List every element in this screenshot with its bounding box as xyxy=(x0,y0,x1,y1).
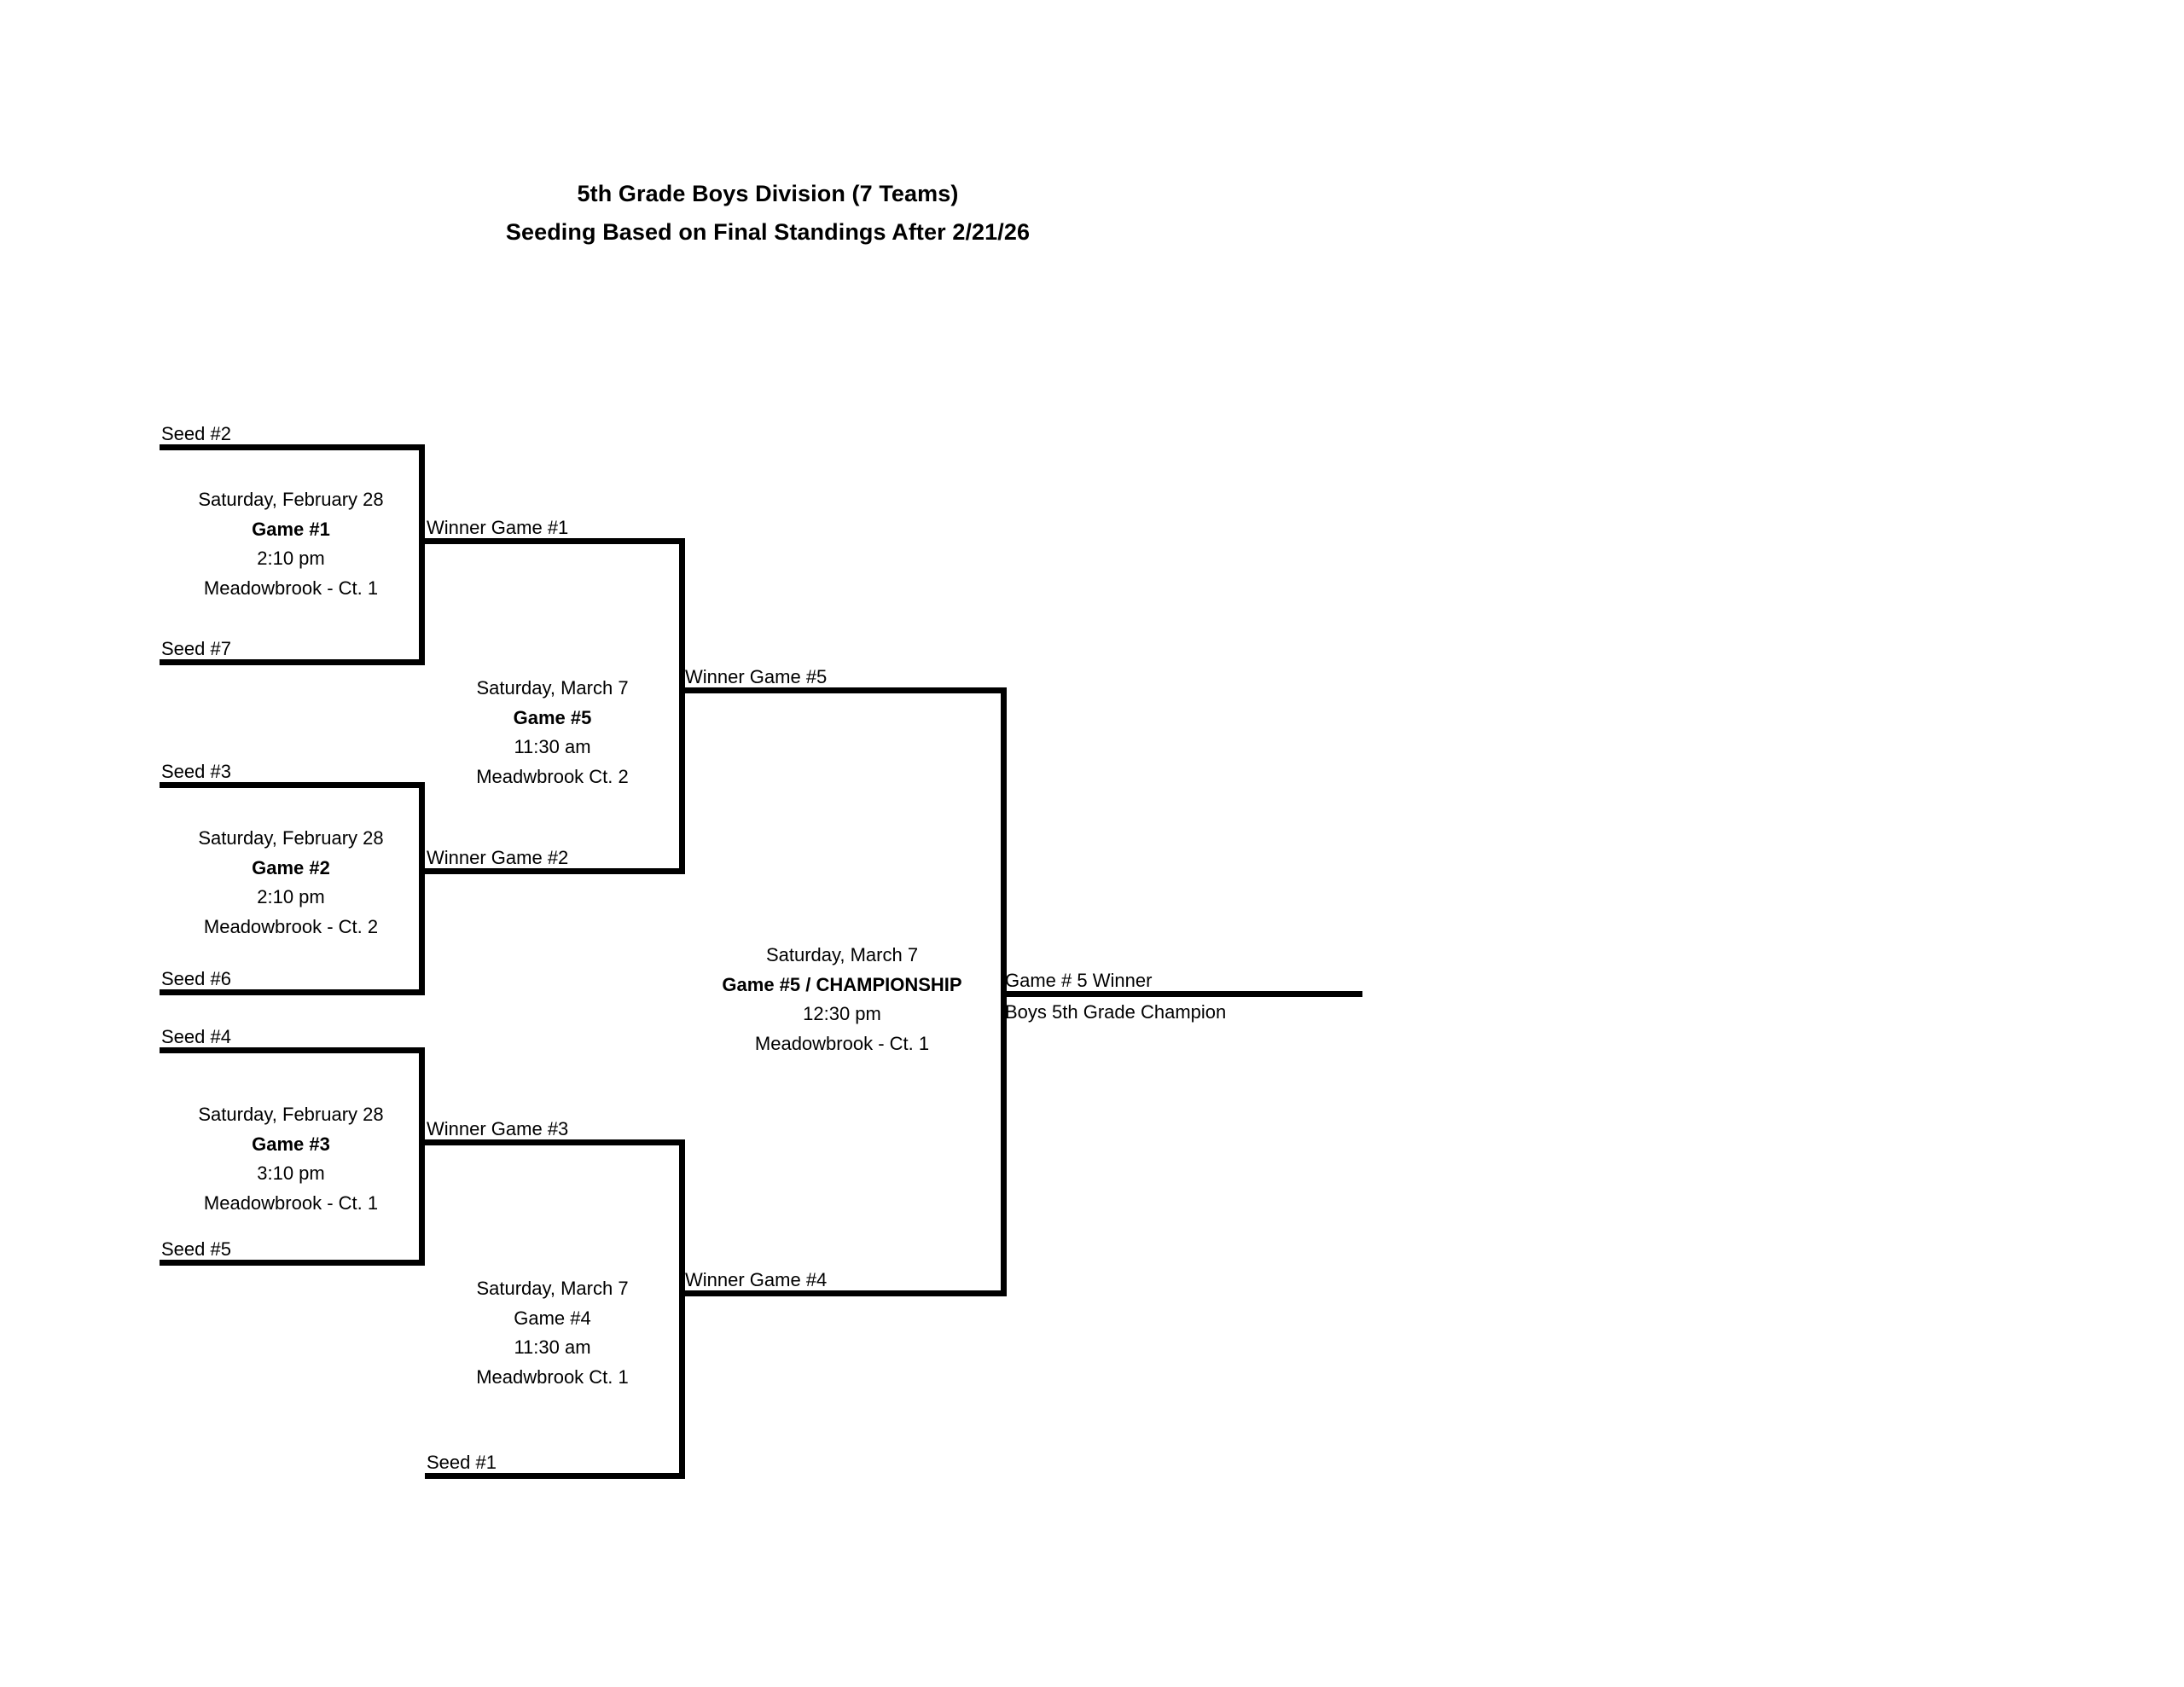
semifinal-lower-top-line xyxy=(425,1139,685,1145)
game-3-location: Meadowbrook - Ct. 1 xyxy=(203,1191,379,1214)
game-1-top-line xyxy=(160,444,425,450)
championship-top-line xyxy=(682,687,1007,693)
game-1-time: 2:10 pm xyxy=(257,548,325,569)
game-3-info: Saturday, February 28 Game #3 3:10 pm Me… xyxy=(160,1100,422,1218)
slot-seed-1: Seed #1 xyxy=(427,1452,497,1473)
slot-winner-game-1: Winner Game #1 xyxy=(427,517,569,538)
slot-winner-game-4: Winner Game #4 xyxy=(685,1269,828,1290)
slot-seed-7: Seed #7 xyxy=(161,638,231,659)
semifinal-upper-name: Game #5 xyxy=(513,706,592,728)
semifinal-upper-connector xyxy=(679,538,685,874)
semifinal-lower-date: Saturday, March 7 xyxy=(476,1278,629,1299)
semifinal-lower-bottom-line xyxy=(425,1473,685,1479)
game-1-location: Meadowbrook - Ct. 1 xyxy=(203,577,379,599)
semifinal-upper-date: Saturday, March 7 xyxy=(476,677,629,699)
slot-seed-2: Seed #2 xyxy=(161,423,231,444)
champion-line xyxy=(1001,991,1362,997)
slot-seed-6: Seed #6 xyxy=(161,968,231,989)
page-title: 5th Grade Boys Division (7 Teams) Seedin… xyxy=(0,175,1536,252)
semifinal-lower-connector xyxy=(679,1139,685,1479)
game-1-bottom-line xyxy=(160,659,425,665)
slot-winner-game-2: Winner Game #2 xyxy=(427,847,569,868)
champion-label: Boys 5th Grade Champion xyxy=(1005,1001,1227,1023)
championship-location: Meadowbrook - Ct. 1 xyxy=(754,1032,930,1054)
game-1-date: Saturday, February 28 xyxy=(198,489,384,510)
game-3-bottom-line xyxy=(160,1260,425,1266)
championship-time: 12:30 pm xyxy=(803,1003,881,1024)
title-line-2: Seeding Based on Final Standings After 2… xyxy=(505,219,1031,245)
slot-seed-4: Seed #4 xyxy=(161,1026,231,1047)
game-3-connector xyxy=(419,1047,425,1266)
semifinal-upper-location: Meadwbrook Ct. 2 xyxy=(476,765,629,787)
championship-winner-label: Game # 5 Winner xyxy=(1005,970,1153,991)
game-3-name: Game #3 xyxy=(252,1133,330,1155)
slot-seed-3: Seed #3 xyxy=(161,761,231,782)
game-2-name: Game #2 xyxy=(252,856,330,878)
game-2-info: Saturday, February 28 Game #2 2:10 pm Me… xyxy=(160,824,422,942)
game-3-time: 3:10 pm xyxy=(257,1162,325,1184)
game-2-time: 2:10 pm xyxy=(257,886,325,907)
semifinal-upper-info: Saturday, March 7 Game #5 11:30 am Meadw… xyxy=(422,674,682,791)
game-2-connector xyxy=(419,782,425,995)
game-2-date: Saturday, February 28 xyxy=(198,827,384,849)
semifinal-upper-top-line xyxy=(425,538,685,544)
title-line-1: 5th Grade Boys Division (7 Teams) xyxy=(577,181,959,206)
game-3-top-line xyxy=(160,1047,425,1053)
slot-winner-game-3: Winner Game #3 xyxy=(427,1118,569,1139)
championship-info: Saturday, March 7 Game #5 / CHAMPIONSHIP… xyxy=(681,941,1003,1058)
championship-bottom-line xyxy=(682,1290,1007,1296)
game-1-name: Game #1 xyxy=(252,518,330,540)
semifinal-lower-location: Meadwbrook Ct. 1 xyxy=(476,1365,629,1388)
game-1-info: Saturday, February 28 Game #1 2:10 pm Me… xyxy=(160,485,422,603)
semifinal-lower-name: Game #4 xyxy=(514,1307,591,1329)
game-2-bottom-line xyxy=(160,989,425,995)
game-2-location: Meadowbrook - Ct. 2 xyxy=(203,915,379,937)
game-3-date: Saturday, February 28 xyxy=(198,1104,384,1125)
semifinal-lower-info: Saturday, March 7 Game #4 11:30 am Meadw… xyxy=(422,1274,682,1392)
championship-date: Saturday, March 7 xyxy=(765,944,919,965)
semifinal-upper-time: 11:30 am xyxy=(514,736,591,757)
semifinal-upper-bottom-line xyxy=(425,868,685,874)
semifinal-lower-time: 11:30 am xyxy=(514,1336,591,1358)
game-1-connector xyxy=(419,444,425,665)
championship-name: Game #5 / CHAMPIONSHIP xyxy=(722,973,962,995)
slot-winner-game-5: Winner Game #5 xyxy=(685,666,828,687)
slot-seed-5: Seed #5 xyxy=(161,1238,231,1260)
game-2-top-line xyxy=(160,782,425,788)
